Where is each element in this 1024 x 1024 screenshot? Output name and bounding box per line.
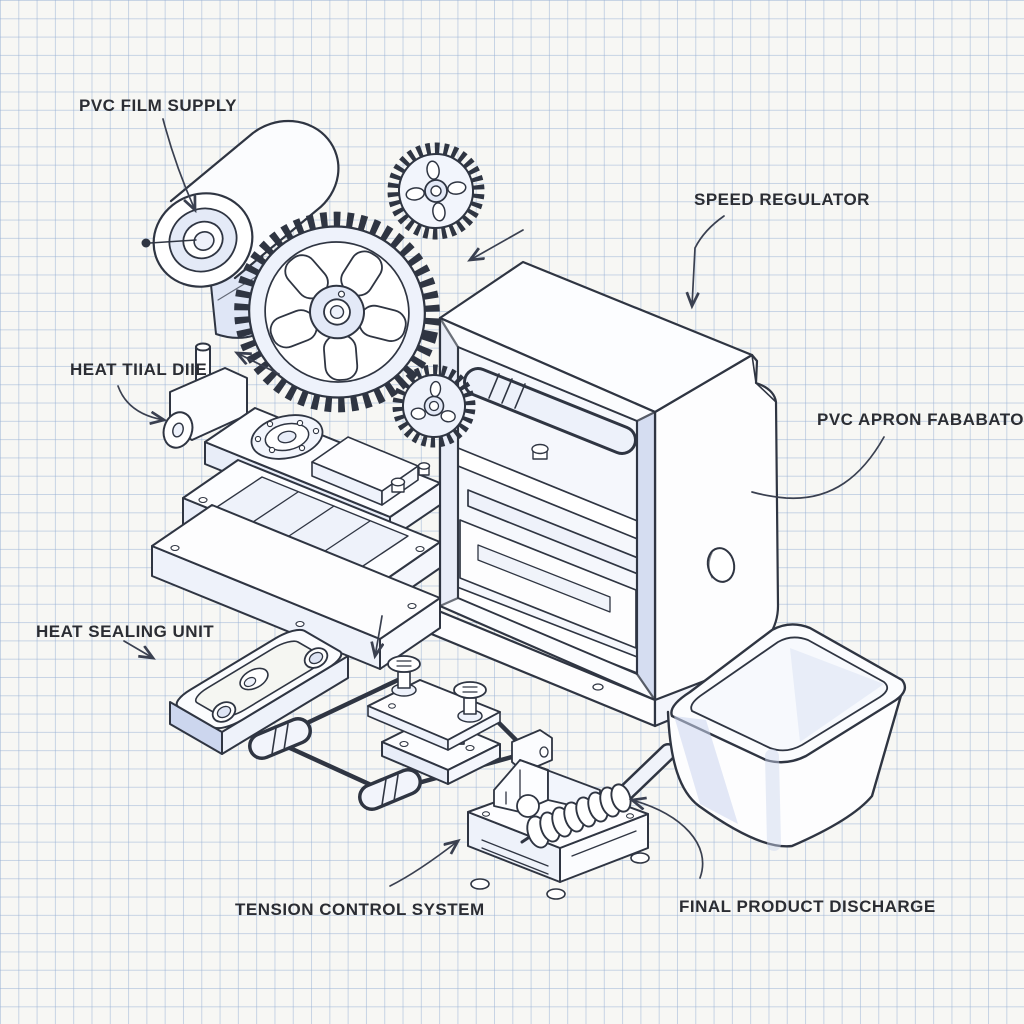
label-pvc-film-supply: PVC FILM SUPPLY: [79, 96, 238, 115]
label-tension-control-system: TENSION CONTROL SYSTEM: [235, 900, 485, 919]
tension-knob: [454, 682, 486, 722]
small-gear-upper: [389, 144, 484, 239]
leader-heat-tiial-diie: [118, 386, 164, 420]
leader-final-product: [632, 800, 703, 878]
axis-end-dot: [141, 238, 151, 248]
leader-linkage-pointer: [375, 616, 382, 656]
leader-upper-gear-pointer: [470, 230, 523, 260]
label-speed-regulator: SPEED REGULATOR: [694, 190, 870, 209]
heat-sealing-tray: [170, 626, 348, 754]
bin-rim-inner: [691, 637, 887, 750]
label-pvc-apron-fababator: PVC APRON FABABATOR: [817, 410, 1024, 429]
heat-die-assembly: [152, 344, 440, 670]
tension-control-linkage: [262, 656, 552, 805]
product-discharge-bin: [668, 624, 905, 846]
leader-pvc-film-supply: [163, 119, 195, 210]
leader-tension-control: [390, 841, 458, 886]
die-plate-bottom: [152, 505, 440, 669]
main-machine-housing: [412, 262, 790, 726]
leader-speed-regulator: [692, 216, 724, 306]
small-gear-middle: [395, 367, 473, 445]
tension-knob: [388, 656, 420, 696]
leader-gear-pointer: [237, 353, 279, 374]
spring-coil: [524, 782, 634, 850]
label-heat-sealing-unit: HEAT SEALING UNIT: [36, 622, 215, 641]
coil-feeder-unit: [468, 752, 668, 899]
roll-axis-line: [150, 240, 196, 243]
machine-side-hole: [705, 546, 738, 585]
label-final-product-discharge: FINAL PRODUCT DISCHARGE: [679, 897, 936, 916]
label-heat-tiial-diie: HEAT TIIAL DIIE: [70, 360, 208, 379]
large-drive-gear: [223, 200, 452, 425]
leader-pvc-apron-fababator: [752, 437, 884, 498]
leader-heat-sealing-unit: [124, 641, 153, 658]
